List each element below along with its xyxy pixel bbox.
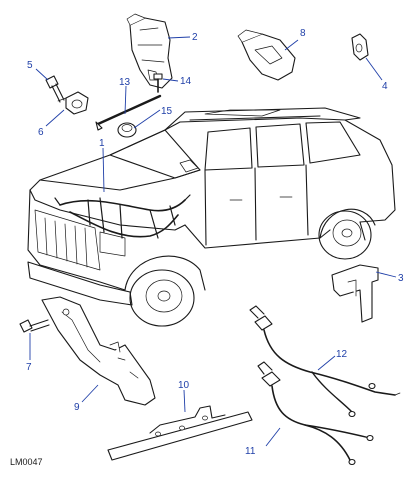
clip-part-4 xyxy=(351,33,369,61)
connector-part-6 xyxy=(65,91,89,115)
callout-3: 3 xyxy=(398,273,404,284)
callout-5: 5 xyxy=(27,60,33,71)
callout-labels: 1 2 3 4 5 6 7 8 9 10 11 12 13 14 15 xyxy=(26,28,404,457)
harness-cover-part-2 xyxy=(126,13,173,89)
callout-7: 7 xyxy=(26,362,32,373)
callout-6: 6 xyxy=(38,127,44,138)
callout-1: 1 xyxy=(99,138,105,149)
callout-12: 12 xyxy=(336,349,348,360)
bracket-part-8 xyxy=(237,29,296,81)
callout-10: 10 xyxy=(178,380,190,391)
callout-8: 8 xyxy=(300,28,306,39)
bolt-part-5 xyxy=(45,75,67,103)
cable-tie-part-13 xyxy=(95,94,162,131)
vehicle-illustration xyxy=(27,107,396,327)
leader-lines xyxy=(29,36,397,447)
callout-11: 11 xyxy=(245,446,256,457)
conduit-cover-part-9 xyxy=(41,296,156,406)
callout-13: 13 xyxy=(119,77,131,88)
callout-15: 15 xyxy=(161,106,173,117)
grommet-part-15 xyxy=(117,122,137,138)
callout-4: 4 xyxy=(382,81,388,92)
rail-bracket-part-10 xyxy=(107,405,253,461)
callout-14: 14 xyxy=(180,76,192,87)
callout-9: 9 xyxy=(74,402,80,413)
harness-part-11 xyxy=(257,361,374,466)
bolt-part-7 xyxy=(19,319,50,333)
figure-reference: LM0047 xyxy=(10,457,43,467)
callout-2: 2 xyxy=(192,32,198,43)
screw-part-14 xyxy=(153,73,163,93)
engine-harness xyxy=(54,194,191,239)
harness-part-12 xyxy=(249,305,401,418)
bracket-part-3 xyxy=(331,264,379,323)
